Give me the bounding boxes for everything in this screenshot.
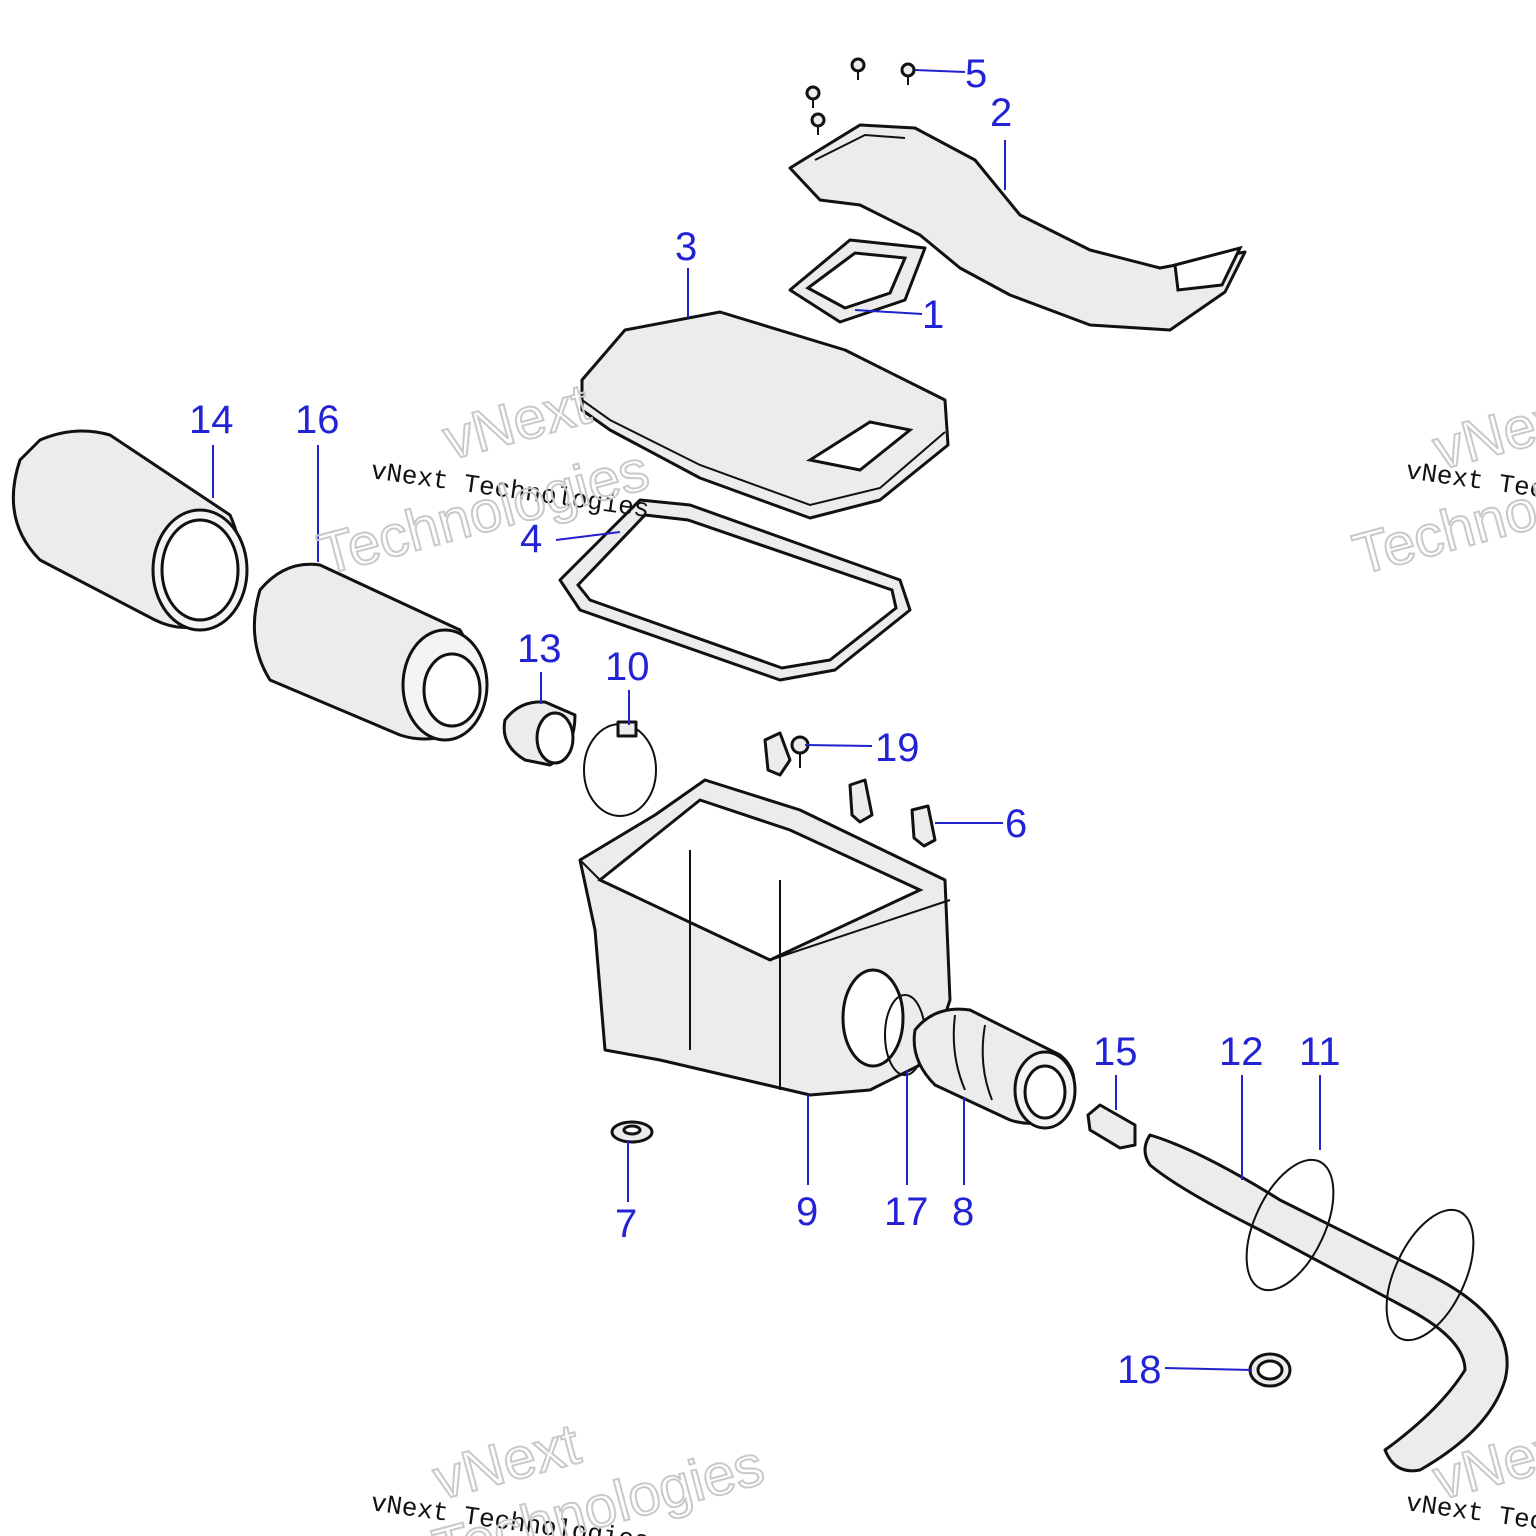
- part-1-gasket: [788, 238, 927, 324]
- part-10-clamp: [583, 720, 657, 817]
- part-16-filter-element: [252, 562, 489, 742]
- callout-17: 17: [884, 1190, 929, 1234]
- callout-19: 19: [875, 726, 920, 770]
- leader-lines: [212, 69, 1321, 1371]
- callout-15: 15: [1093, 1030, 1138, 1074]
- part-2-intake-duct: [788, 123, 1247, 332]
- part-5-screws: [805, 57, 916, 135]
- part-12-hose: [1143, 1133, 1509, 1473]
- callout-11: 11: [1299, 1030, 1341, 1074]
- callout-2: 2: [990, 91, 1012, 135]
- callout-8: 8: [952, 1190, 974, 1234]
- callout-16: 16: [295, 398, 340, 442]
- callout-10: 10: [605, 645, 650, 689]
- callout-13: 13: [517, 627, 562, 671]
- part-8-boot: [912, 1007, 1077, 1130]
- callout-5: 5: [965, 52, 987, 96]
- callout-6: 6: [1005, 802, 1027, 846]
- callout-14: 14: [189, 398, 234, 442]
- part-19-screw: [790, 735, 810, 768]
- part-14-pre-filter-sleeve: [11, 429, 249, 632]
- callout-3: 3: [675, 225, 697, 269]
- part-18-clamp: [1248, 1352, 1292, 1388]
- callout-18: 18: [1117, 1348, 1162, 1392]
- watermark-vnext-2: vNext: [1427, 381, 1536, 482]
- part-9-airbox: [578, 778, 952, 1097]
- part-11-cable-ties: [1245, 1158, 1475, 1342]
- part-13-coupler: [502, 700, 577, 767]
- part-4-seal: [558, 498, 912, 682]
- part-7-grommet: [610, 1120, 654, 1144]
- callout-7: 7: [615, 1202, 637, 1246]
- callout-labels: 1 2 3 4 5 6 7 8 9 10 11 12 13 14 15 16 1…: [189, 52, 1341, 1392]
- part-6-clips: [763, 731, 937, 848]
- part-3-cover: [580, 310, 950, 520]
- callout-4: 4: [520, 517, 542, 561]
- callout-12: 12: [1219, 1030, 1264, 1074]
- part-15-fitting: [1086, 1103, 1137, 1150]
- callout-1: 1: [922, 293, 944, 337]
- callout-9: 9: [796, 1190, 818, 1234]
